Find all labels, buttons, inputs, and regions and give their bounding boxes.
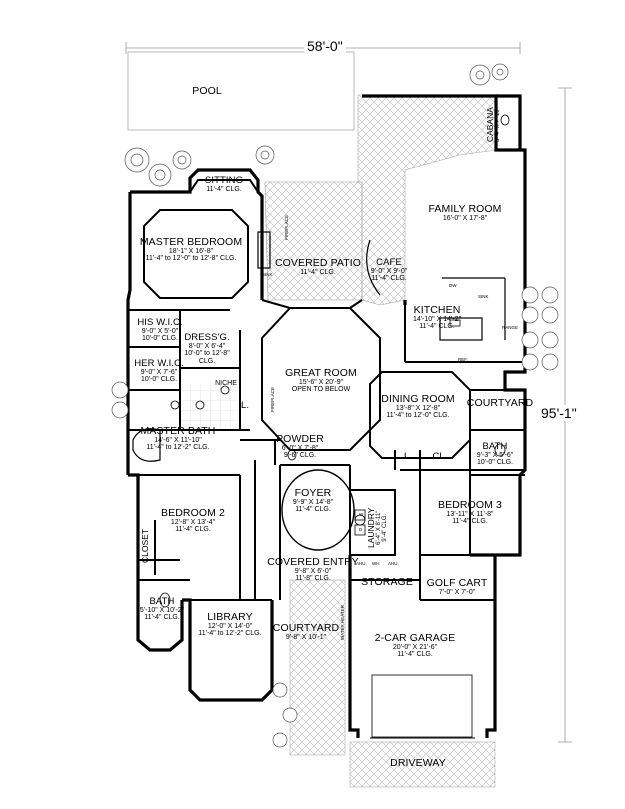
room-library: LIBRARY 12'-0" X 14'-0" 11'-4" to 12'-2"… <box>198 611 262 638</box>
room-courtyard-east: COURTYARD <box>466 397 534 409</box>
dryer-mark: D <box>359 527 363 532</box>
room-dressing: DRESS'G. 8'-0" X 6'-4" 10'-0" to 12'-8" … <box>184 332 230 365</box>
room-family-room: FAMILY ROOM 16'-0" X 17'-8" <box>428 203 502 223</box>
driveway-surface <box>349 741 496 788</box>
room-master-bedroom: MASTER BEDROOM 18'-1" X 16'-8" 11'-4" to… <box>139 236 243 263</box>
linen-mark-hall: L. <box>403 451 413 462</box>
room-storage: STORAGE <box>361 576 413 588</box>
room-garage: 2-CAR GARAGE 20'-0" X 21'-6" 11'-4" CLG. <box>374 632 456 659</box>
wh-mark: WH <box>372 561 380 566</box>
room-cabana: CABANA 5'-4" X 7'-10" <box>485 107 501 142</box>
linen-mark-master: L. <box>240 400 250 411</box>
room-driveway: DRIVEWAY <box>390 757 446 769</box>
depth-dimension: 95'-1" <box>538 405 580 421</box>
room-covered-entry: COVERED ENTRY 9'-8" X 6'-0" 11'-8" CLG. <box>267 556 359 583</box>
washer-mark: W <box>359 512 364 517</box>
landscape-shrubs <box>111 63 559 748</box>
room-bedroom-3: BEDROOM 3 13'-11" X 11'-8" 11'-4" CLG. <box>438 499 502 526</box>
closet-mark: CL. <box>432 451 448 462</box>
room-dining-room: DINING ROOM 13'-8" X 12'-8" 11'-4" to 12… <box>381 393 455 420</box>
room-her-wic: HER W.I.C. 9'-0" X 7'-6" 10'-0" CLG. <box>134 358 184 384</box>
front-walkway <box>289 579 346 756</box>
fireplace-great-room-mark: FIREPLACE <box>270 386 275 412</box>
room-kitchen: KITCHEN 14'-10" X 14'-2" 11'-4" CLG. <box>412 304 462 331</box>
interior-walls <box>128 179 525 739</box>
room-powder: POWDER 6'-0" X 7'-8" 9'-6" CLG. <box>276 433 324 460</box>
room-bath-east: BATH 9'-3" X 5'-6" 10'-0" CLG. <box>476 441 514 467</box>
room-foyer: FOYER 9'-9" X 14'-8" 11'-4" CLG. <box>292 487 334 514</box>
fixtures <box>159 114 510 608</box>
sink-mark: SINK <box>478 294 489 299</box>
room-his-wic: HIS W.I.C. 9'-0" X 5'-0" 10'-0" CLG. <box>137 317 183 343</box>
ahu-mark-1: AHU <box>356 561 366 566</box>
pool-area <box>127 51 355 131</box>
niche-mark: NICHE <box>215 380 237 387</box>
master-sink-mark: SINK <box>262 272 273 277</box>
room-cafe: CAFE 9'-0" X 9'-0" 11'-4" CLG. <box>370 257 408 283</box>
width-dimension: 58'-0" <box>304 38 346 54</box>
room-laundry: LAUNDRY 6'-4" X 8'-11" 9'-4" CLG. <box>366 507 389 548</box>
room-bath-west: BATH 5'-10" X 10'-2" 11'-4" CLG. <box>139 596 185 622</box>
room-bedroom-2: BEDROOM 2 12'-8" X 13'-4" 11'-4" CLG. <box>161 507 225 534</box>
room-master-bath: MASTER BATH 14'-6" X 11'-10" 11'-4" to 1… <box>140 425 216 452</box>
room-covered-patio: COVERED PATIO 11'-4" CLG. <box>274 257 362 277</box>
room-pool: POOL <box>192 85 222 97</box>
range-mark: RANGE <box>502 325 519 330</box>
covered-patio-floor <box>264 181 363 301</box>
room-great-room: GREAT ROOM 15'-6" X 20'-9" OPEN TO BELOW <box>285 367 357 394</box>
ahu-mark-2: AHU <box>388 561 398 566</box>
room-courtyard-front: COURTYARD 9'-8" X 10'-1" <box>272 622 340 642</box>
fireplace-patio-mark: FIREPLACE <box>284 214 289 240</box>
water-heater-mark: WATER HEATER <box>340 605 345 640</box>
room-closet: CLOSET <box>140 528 150 563</box>
room-sitting: SITTING 11'-4" CLG. <box>204 175 244 193</box>
room-golf-cart: GOLF CART 7'-0" X 7'-0" <box>426 577 488 597</box>
master-bath-floor <box>180 385 240 430</box>
dishwasher-mark: DW <box>449 283 457 288</box>
refrigerator-mark: REF. <box>458 357 468 362</box>
